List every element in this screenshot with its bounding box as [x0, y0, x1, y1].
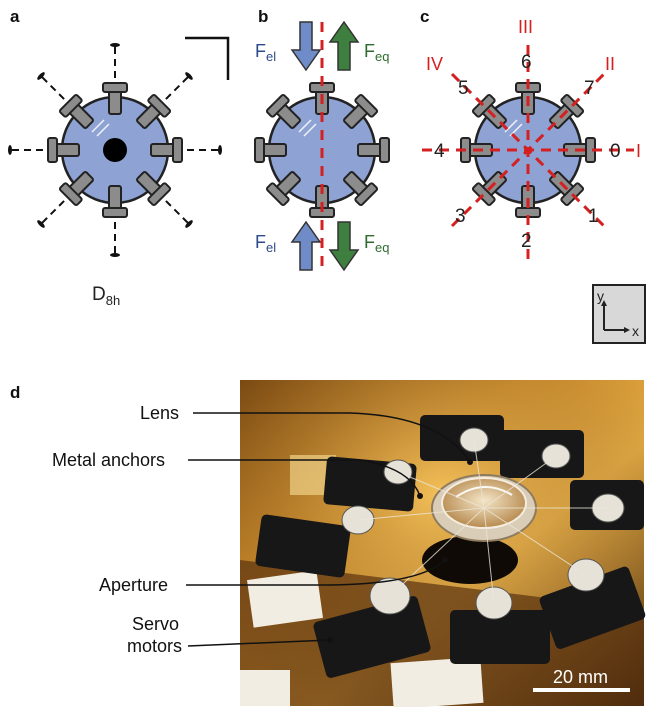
callout-servo: Servo [132, 614, 179, 634]
panel-b-glare [298, 119, 317, 137]
callout-aperture: Aperture [99, 575, 168, 595]
panel-a-symmetry: D8h [92, 284, 120, 308]
coord-y-label: y [597, 288, 604, 304]
force-eq-arrow-top [328, 20, 360, 71]
panel-a-corner-mark [185, 36, 230, 80]
callout-lens: Lens [140, 403, 179, 423]
leader-aperture [186, 559, 446, 586]
coord-x-label: x [632, 323, 639, 339]
panel-d-letter: d [10, 383, 20, 402]
svg-text:6: 6 [521, 52, 532, 73]
scale-bar-label: 20 mm [553, 667, 608, 687]
panel-b: b Fel Feq Fel Feq [254, 7, 390, 272]
leader-lens [193, 412, 471, 463]
svg-text:4: 4 [434, 141, 445, 162]
coord-indicator: y x [592, 284, 646, 344]
panel-d: d [10, 380, 646, 707]
svg-text:III: III [518, 17, 533, 37]
force-el-label-bottom: Fel [255, 232, 276, 255]
callout-metal-anchors: Metal anchors [52, 450, 165, 470]
svg-text:2: 2 [521, 231, 532, 252]
panel-a-letter: a [10, 7, 20, 26]
panel-c: c 0 1 2 3 4 5 6 7 [420, 7, 646, 344]
panel-a: a D8h [8, 7, 230, 308]
svg-text:5: 5 [458, 78, 469, 99]
svg-text:II: II [605, 54, 615, 74]
panel-c-letter: c [420, 7, 429, 26]
panel-c-numbers: 0 1 2 3 4 5 6 7 [434, 52, 621, 252]
svg-text:3: 3 [455, 206, 466, 227]
svg-text:IV: IV [426, 54, 443, 74]
panel-c-glare [504, 119, 523, 137]
force-el-label-top: Fel [255, 41, 276, 64]
panel-a-glare [91, 119, 110, 137]
svg-text:7: 7 [584, 78, 595, 99]
svg-text:1: 1 [588, 206, 599, 227]
svg-text:0: 0 [610, 141, 621, 162]
force-eq-label-bottom: Feq [364, 232, 389, 255]
panel-b-letter: b [258, 7, 268, 26]
force-eq-label-top: Feq [364, 41, 389, 64]
force-eq-arrow-bottom [328, 221, 360, 272]
panel-c-axes [422, 45, 634, 262]
panel-a-spoke-ends [8, 43, 222, 257]
callout-motors: motors [127, 636, 182, 656]
panel-c-axis-labels: I II III IV [426, 17, 641, 161]
panel-a-center [103, 138, 127, 162]
leader-metal-anchors [188, 459, 421, 497]
force-el-arrow-bottom [290, 220, 322, 271]
leader-servo-motors [187, 639, 331, 647]
svg-text:I: I [636, 141, 641, 161]
force-el-arrow-top [290, 21, 322, 72]
panel-d-photo: 20 mm [240, 380, 646, 707]
